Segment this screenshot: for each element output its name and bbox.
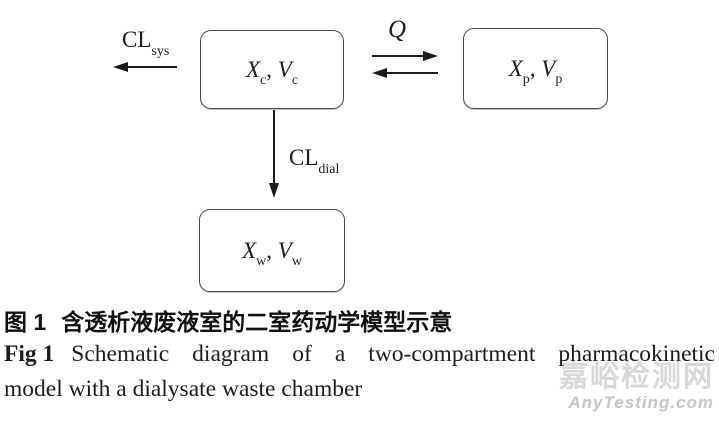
figure-caption-zh: 图 1 含透析液废液室的二室药动学模型示意 — [4, 303, 452, 337]
separator: , — [266, 237, 278, 263]
intercompartmental-flow-label: Q — [388, 16, 407, 43]
compartment-label-peripheral: Xp, Vp — [508, 55, 563, 87]
figure-caption-en-line1: Fig 1 Schematic diagram of a two-compart… — [4, 341, 715, 368]
compartment-box-peripheral: Xp, Vp — [463, 28, 608, 109]
volume-subscript: c — [291, 73, 299, 89]
figure-title-zh: 含透析液废液室的二室药动学模型示意 — [61, 309, 453, 335]
volume-symbol: V — [277, 237, 292, 263]
arrow-shaft — [372, 54, 423, 58]
arrow-shaft — [272, 110, 276, 183]
cl-dial-arrow — [269, 110, 279, 198]
figure-number-en: Fig 1 — [4, 341, 55, 367]
volume-subscript: p — [555, 72, 563, 88]
arrow-shaft — [128, 65, 177, 69]
amount-subscript: p — [522, 72, 530, 88]
figure-title-en-line1: Schematic diagram of a two-compartment p… — [71, 341, 715, 367]
compartment-box-central: Xc, Vc — [200, 30, 344, 109]
q-reverse-arrow — [372, 68, 438, 78]
cl-sys-main: CL — [122, 27, 152, 52]
amount-subscript: c — [260, 73, 267, 89]
cl-sys-arrow — [113, 62, 177, 72]
separator: , — [266, 56, 278, 82]
amount-subscript: w — [256, 254, 267, 270]
figure-number-zh: 图 1 — [4, 309, 47, 335]
q-forward-arrow — [372, 51, 438, 61]
separator: , — [529, 55, 542, 81]
arrowhead-down-icon — [269, 183, 279, 198]
arrowhead-right-icon — [423, 51, 438, 61]
volume-symbol: V — [541, 55, 556, 81]
watermark-site-name-en: AnyTesting.com — [568, 393, 714, 412]
amount-symbol: X — [245, 56, 261, 82]
volume-subscript: w — [291, 254, 302, 270]
figure-caption-en-line2: model with a dialysate waste chamber — [4, 376, 363, 402]
compartment-label-central: Xc, Vc — [245, 56, 298, 88]
systemic-clearance-label: CLsys — [122, 27, 169, 58]
cl-sys-sub: sys — [151, 43, 170, 59]
arrowhead-left-icon — [372, 68, 387, 78]
cl-dial-main: CL — [289, 145, 319, 170]
watermark-site-name-zh: 嘉峪检测网 — [558, 361, 714, 393]
cl-dial-sub: dial — [318, 161, 340, 177]
compartment-label-waste: Xw, Vw — [242, 237, 302, 269]
volume-symbol: V — [277, 56, 292, 82]
watermark: 嘉峪检测网 AnyTesting.com — [558, 361, 714, 412]
dialysate-clearance-label: CLdial — [289, 145, 339, 176]
arrow-shaft — [387, 71, 438, 75]
amount-symbol: X — [242, 237, 257, 263]
compartment-box-waste: Xw, Vw — [199, 209, 345, 292]
arrowhead-left-icon — [113, 62, 128, 72]
amount-symbol: X — [508, 55, 523, 81]
